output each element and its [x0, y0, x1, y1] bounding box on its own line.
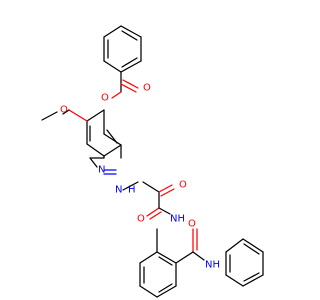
- molecule-diagram: O O O N N H O O NH O NH: [41, 25, 264, 298]
- benzoyl-ring: [103, 25, 142, 73]
- ester-group: [111, 71, 139, 99]
- atom-h-hydrazide: H: [128, 185, 136, 196]
- atom-o-oxalyl-1: O: [179, 180, 187, 191]
- anthranil-ring: [139, 228, 177, 298]
- atom-nh-anilide: NH: [205, 260, 220, 271]
- atom-o-ester-carbonyl: O: [143, 83, 151, 94]
- atom-n-hydrazide: N: [115, 185, 122, 196]
- atom-nh-oxamide: NH: [170, 214, 185, 225]
- vanillin-ring: [86, 109, 122, 159]
- structure-svg: O O O N N H O O NH O NH: [41, 25, 264, 298]
- terminal-phenyl-ring: [225, 238, 264, 287]
- atom-o-amide: O: [188, 219, 196, 230]
- anilide-group: [175, 228, 205, 264]
- atom-o-methoxy: O: [60, 105, 68, 116]
- methoxy-group: [41, 109, 88, 122]
- atom-o-oxalyl-2: O: [137, 214, 145, 225]
- atom-o-ester: O: [101, 93, 109, 104]
- oxalyl-core: [142, 181, 175, 220]
- atom-n-imine: N: [98, 165, 105, 176]
- hydrazone-linker: [89, 155, 139, 191]
